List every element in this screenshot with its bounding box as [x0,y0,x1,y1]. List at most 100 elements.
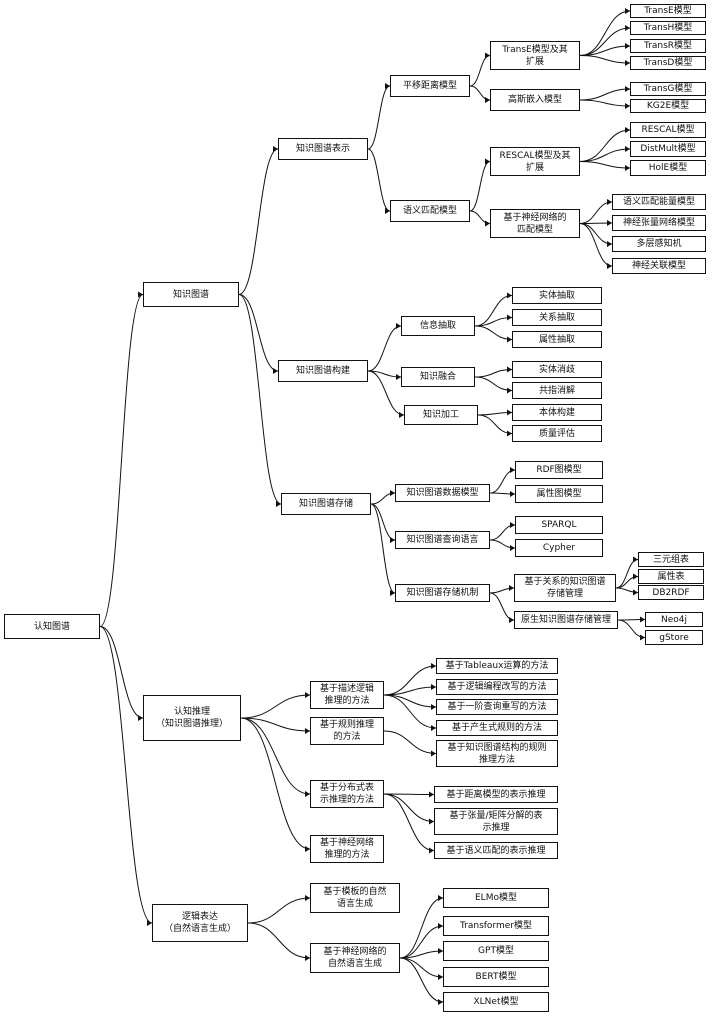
edge-dist-repr-to-sem-match-reason [383,793,435,851]
edge-root-to-kg [99,294,144,627]
node-relation-extract: 关系抽取 [512,309,602,326]
edge-dl-reason-to-production [383,694,437,729]
node-entity-extract: 实体抽取 [512,287,602,304]
edge-transe-ext-to-transh [579,27,631,56]
node-prop-model: 属性图模型 [515,485,603,503]
edge-info-extract-to-attr-extract [474,325,513,340]
edge-root-to-reasoning [99,626,144,719]
edge-kg-build-to-fusion [367,370,402,378]
edge-kg-build-to-processing [367,370,405,416]
edge-rel-store-to-db2rdf [615,587,639,593]
node-prop-table: 属性表 [638,569,704,584]
node-transh: TransH模型 [630,21,706,35]
node-transd: TransD模型 [630,56,706,70]
node-kg: 知识图谱 [143,282,239,307]
node-dl-reason: 基于描述逻辑 推理的方法 [310,681,384,709]
edge-dl-reason-to-logic-prog [383,686,437,696]
node-dist-repr: 基于分布式表 示推理的方法 [310,780,384,808]
node-transformer: Transformer模型 [443,916,549,936]
edge-processing-to-ontology [477,412,513,416]
edge-root-to-nlg [99,626,153,924]
edge-reasoning-to-dist-repr [240,717,311,795]
edge-store-mech-to-native-store [489,592,515,621]
edge-rescal-ext-to-rescal [579,129,631,162]
edge-kg-store-to-query-lang [370,503,396,541]
edge-kg-build-to-info-extract [367,325,402,372]
node-nn-nlg: 基于神经网络的 自然语言生成 [310,943,400,973]
edge-store-mech-to-rel-store [489,587,515,594]
node-kg-repr: 知识图谱表示 [278,138,368,160]
edge-query-lang-to-sparql [489,524,516,541]
edge-reasoning-to-dl-reason [240,694,311,719]
node-mlp: 多层感知机 [612,236,706,252]
node-rescal-ext: RESCAL模型及其 扩展 [490,147,580,176]
edge-sem-match-to-rescal-ext [469,161,491,212]
node-kg2e: KG2E模型 [630,99,706,113]
node-xlnet: XLNet模型 [443,992,549,1012]
edge-trans-dist-to-gauss [469,85,491,101]
node-native-store: 原生知识图谱存储管理 [514,611,618,629]
edge-kg-to-kg-store [238,294,282,505]
edge-nlg-to-nn-nlg [247,922,311,959]
edge-transe-ext-to-transd [579,55,631,64]
node-gauss: 高斯嵌入模型 [490,89,580,111]
node-kg-store: 知识图谱存储 [281,493,371,515]
node-sme: 语义匹配能量模型 [612,194,706,210]
edge-transe-ext-to-transr [579,45,631,56]
edge-kg-store-to-store-mech [370,503,396,594]
node-tableaux: 基于Tableaux运算的方法 [436,658,558,674]
edge-nn-nlg-to-xlnet [399,957,444,1003]
node-dist-model: 基于距离模型的表示推理 [434,786,558,803]
node-template-nlg: 基于模板的自然 语言生成 [310,883,400,913]
node-quality: 质量评估 [512,425,602,442]
node-ntn: 神经张量网络模型 [612,215,706,231]
node-nn-reason: 基于神经网络 推理的方法 [310,835,384,863]
edge-kg-repr-to-sem-match [367,148,391,212]
edge-fusion-to-entity-disamb [474,369,513,378]
edge-nn-match-to-ntn [579,222,613,224]
edge-dl-reason-to-tableaux [383,665,437,696]
edge-nn-nlg-to-gpt [399,950,444,959]
edge-fusion-to-coref [474,376,513,391]
edge-native-store-to-neo4j [617,619,646,621]
edge-rescal-ext-to-distmult [579,148,631,162]
edge-rel-store-to-triple [615,559,639,589]
node-rescal: RESCAL模型 [630,122,706,138]
edge-rule-reason-to-kg-struct-rule [383,730,437,754]
edge-nn-match-to-nam [579,223,613,267]
edge-dist-repr-to-tensor [383,793,435,822]
node-logic-prog: 基于逻辑编程改写的方法 [436,679,558,695]
node-db2rdf: DB2RDF [638,585,704,600]
edge-processing-to-quality [477,414,513,434]
edge-reasoning-to-rule-reason [240,717,311,732]
edge-nn-nlg-to-transformer [399,925,444,959]
node-rel-store: 基于关系的知识图谱 存储管理 [514,574,616,602]
node-fo-query: 基于一阶查询重写的方法 [436,699,558,715]
node-transe-ext: TransE模型及其 扩展 [490,41,580,70]
node-neo4j: Neo4j [645,612,703,627]
node-distmult: DistMult模型 [630,141,706,157]
edge-rescal-ext-to-hole [579,161,631,169]
edge-native-store-to-gstore [617,619,646,638]
edge-kg-to-kg-repr [238,148,279,295]
edge-nlg-to-template-nlg [247,897,311,924]
node-triple: 三元组表 [638,552,704,567]
node-transe: TransE模型 [630,4,706,18]
edge-nn-match-to-mlp [579,223,613,245]
edge-kg-repr-to-trans-dist [367,85,391,150]
node-fusion: 知识融合 [401,367,475,387]
node-store-mech: 知识图谱存储机制 [395,584,490,602]
edge-nn-nlg-to-bert [399,957,444,978]
node-coref: 共指消解 [512,382,602,399]
node-reasoning: 认知推理 （知识图谱推理） [143,695,241,741]
node-tensor: 基于张量/矩阵分解的表 示推理 [434,808,558,835]
edge-trans-dist-to-transe-ext [469,55,491,87]
edge-nn-nlg-to-elmo [399,897,444,959]
node-ontology: 本体构建 [512,404,602,421]
node-gpt: GPT模型 [443,941,549,961]
node-kg-build: 知识图谱构建 [278,360,368,382]
edge-data-model-to-rdf-model [489,469,516,494]
node-nam: 神经关联模型 [612,258,706,274]
node-sparql: SPARQL [515,516,603,534]
